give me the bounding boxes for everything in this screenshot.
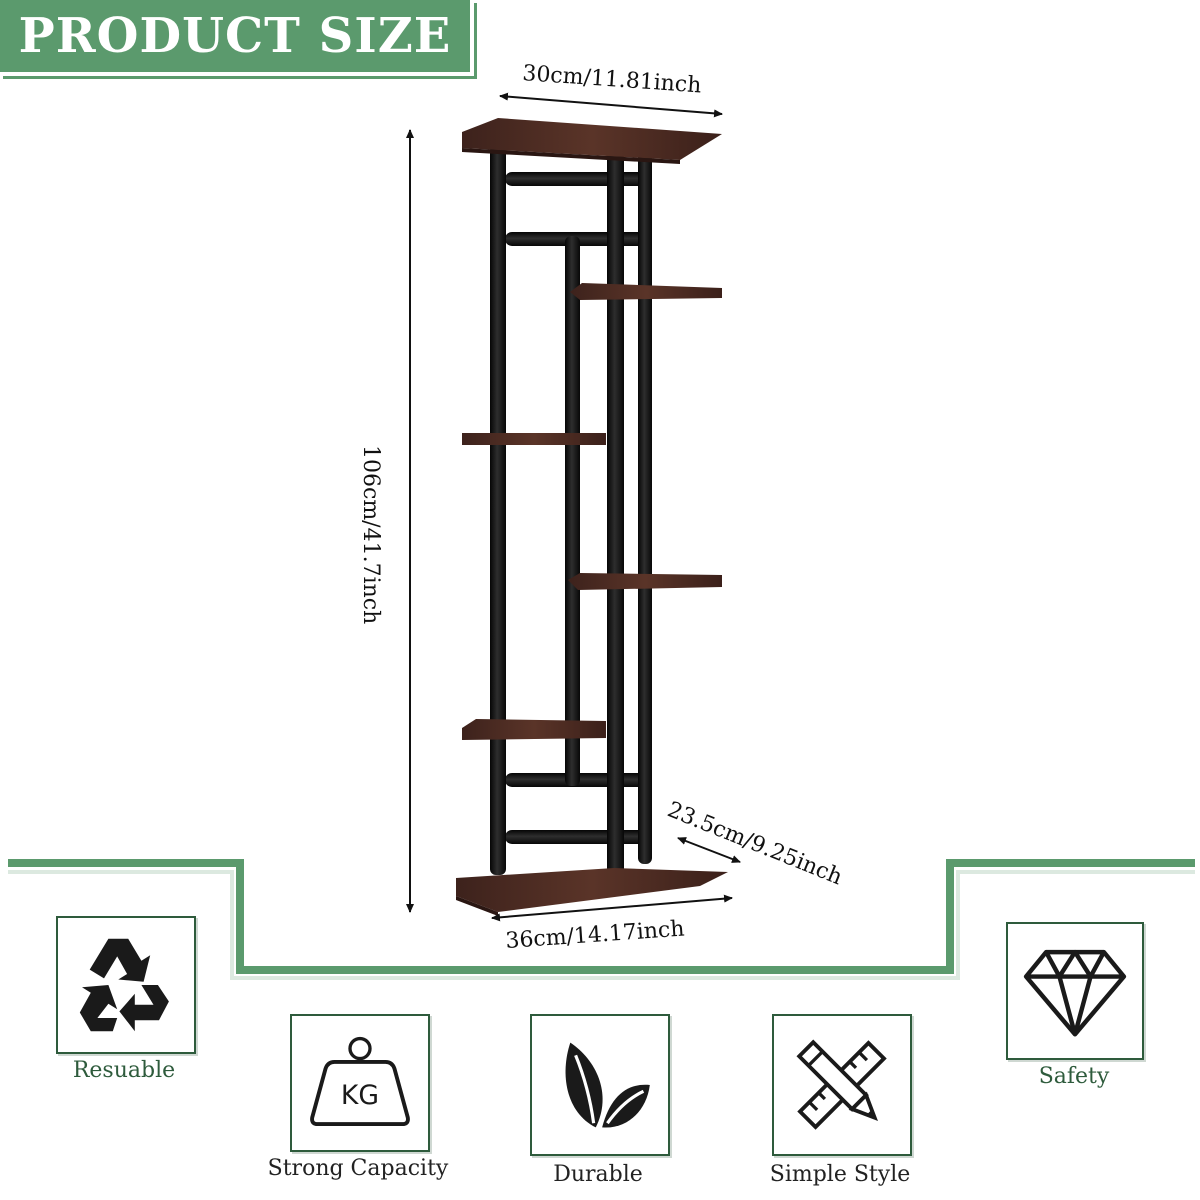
decorative-green-band bbox=[8, 859, 1195, 974]
kg-weight-icon: KG bbox=[310, 1036, 410, 1127]
top-width-arrow bbox=[499, 92, 723, 118]
diamond-icon bbox=[1023, 949, 1127, 1037]
pencil-ruler-icon bbox=[796, 1039, 887, 1130]
decorative-band-shadow bbox=[8, 870, 1195, 980]
board-tier-5 bbox=[462, 719, 606, 740]
feature-safety-box bbox=[1006, 922, 1144, 1060]
header-banner: PRODUCT SIZE bbox=[0, 0, 474, 76]
board-tier-4 bbox=[568, 573, 722, 590]
top-board bbox=[462, 118, 722, 160]
feature-durable-box bbox=[530, 1014, 670, 1156]
leaf-icon bbox=[565, 1042, 650, 1128]
page-title: PRODUCT SIZE bbox=[18, 8, 452, 64]
base-width-label: 36cm/14.17inch bbox=[505, 917, 686, 954]
shelf-poles bbox=[490, 134, 652, 890]
top-width-label: 30cm/11.81inch bbox=[522, 61, 703, 98]
height-label: 106cm/41.7inch bbox=[358, 445, 383, 624]
svg-text:KG: KG bbox=[341, 1080, 379, 1111]
feature-reusable-label: Resuable bbox=[72, 1058, 176, 1083]
feature-safety-label: Safety bbox=[1038, 1064, 1110, 1089]
board-tier-2 bbox=[570, 283, 722, 300]
base-width-arrow bbox=[491, 894, 733, 922]
depth-arrow bbox=[677, 837, 741, 863]
feature-simple-style-box bbox=[772, 1014, 912, 1156]
feature-strong-capacity-box: KG bbox=[290, 1014, 430, 1152]
feature-durable-label: Durable bbox=[553, 1162, 643, 1187]
recycle-icon bbox=[79, 938, 169, 1032]
feature-simple-style-label: Simple Style bbox=[769, 1162, 911, 1187]
board-tier-3 bbox=[462, 433, 606, 445]
feature-strong-capacity-label: Strong Capacity bbox=[267, 1156, 449, 1181]
dimension-arrows bbox=[406, 92, 741, 922]
feature-reusable-box bbox=[56, 916, 196, 1054]
